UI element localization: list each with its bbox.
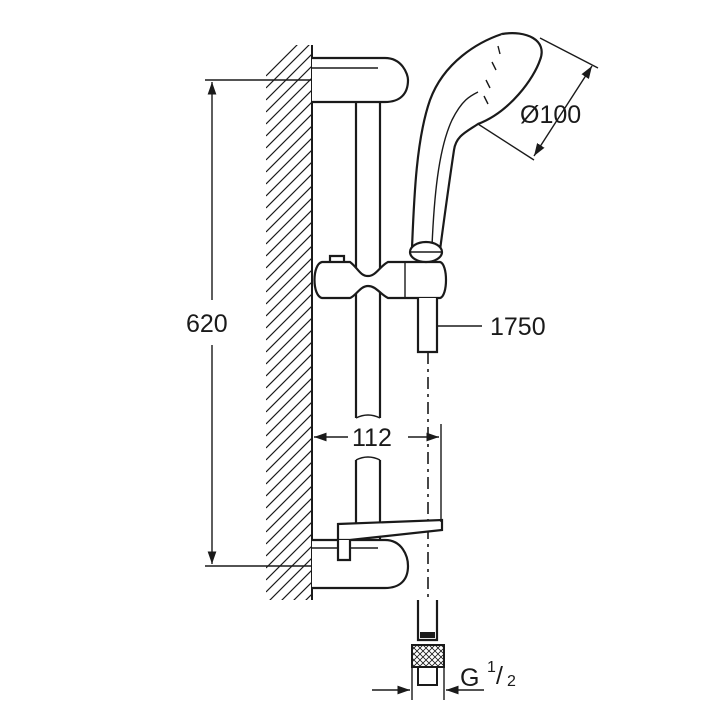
wall-hatch-line	[293, 581, 312, 600]
wall-hatch-line	[266, 353, 312, 401]
wall-hatch-line	[266, 425, 312, 473]
wall-hatch-line	[266, 45, 310, 89]
hose-length-label: 1750	[490, 313, 546, 341]
wall-hatch-line	[266, 437, 312, 485]
wall-hatch-line	[266, 65, 312, 113]
wall-hatch-line	[266, 401, 312, 449]
wall-hatch-line	[266, 413, 312, 461]
hose-length-dimension: 1750	[437, 313, 546, 341]
slide-rail	[354, 102, 382, 540]
wall-hatch-line	[266, 137, 312, 185]
thread-dimension: G 1 / 2	[372, 659, 516, 700]
hand-shower	[408, 32, 543, 264]
wall-hatch-line	[266, 233, 312, 281]
height-label: 620	[186, 310, 228, 338]
wall-hatch-line	[266, 606, 312, 652]
wall-hatch-line	[266, 341, 312, 389]
wall-hatch-line	[266, 101, 312, 149]
bottom-wall-bracket	[312, 518, 444, 590]
wall-hatch-line	[266, 77, 312, 125]
wall-hatch-line	[266, 257, 312, 305]
wall-hatch-line	[266, 497, 312, 545]
wall-hatch-line	[266, 545, 312, 593]
top-wall-bracket	[312, 56, 410, 104]
diameter-dimension: Ø100	[477, 37, 599, 161]
wall-hatch-line	[266, 113, 312, 161]
wall-hatch-line	[266, 45, 298, 77]
wall-hatch-line	[266, 209, 312, 257]
shower-holder-slider	[313, 254, 448, 300]
wall-hatch-line	[266, 485, 312, 533]
wall-hatch-line	[266, 305, 312, 353]
wall-hatch-line	[266, 245, 312, 293]
wall-hatch-line	[266, 377, 312, 425]
wall-hatch-line	[266, 161, 312, 209]
wall-hatch-line	[305, 593, 312, 600]
wall-hatch-line	[266, 173, 312, 221]
wall-hatch-line	[281, 569, 312, 600]
wall-hatch-line	[266, 365, 312, 413]
wall-hatch-line	[269, 557, 312, 600]
wall-hatch-line	[266, 149, 312, 197]
wall-hatch-line	[266, 53, 312, 101]
wall-hatch-line	[266, 293, 312, 341]
diameter-label: Ø100	[520, 101, 581, 129]
wall-hatch-line	[266, 389, 312, 437]
wall-distance-dimension: 112	[314, 424, 442, 522]
wall-hatch-line	[266, 630, 312, 676]
wall-hatch-line	[266, 461, 312, 509]
wall-hatch-line	[266, 618, 312, 664]
wall-hatch-line	[266, 269, 312, 317]
wall-hatch-line	[266, 89, 312, 137]
wall-hatch-line	[266, 329, 312, 377]
wall-hatch-line	[266, 185, 312, 233]
wall-hatch-line	[266, 197, 312, 245]
thread-label-slash: /	[496, 662, 503, 690]
wall-hatch-line	[266, 533, 312, 581]
wall-hatch-line	[266, 317, 312, 365]
wall-hatch-line	[266, 449, 312, 497]
wall	[266, 45, 313, 676]
wall-hatch-line	[266, 473, 312, 521]
height-dimension: 620	[186, 79, 312, 567]
wall-hatch-line	[266, 125, 312, 173]
wall-hatch-line	[266, 221, 312, 269]
wall-hatch-line	[266, 281, 312, 329]
thread-label-main: G	[460, 664, 479, 692]
thread-label-numerator: 1	[487, 659, 496, 676]
wall-hatch-line	[266, 509, 312, 557]
wall-hatch-line	[266, 521, 312, 569]
thread-label-denominator: 2	[507, 673, 516, 690]
hose-nut	[411, 644, 445, 668]
shower-hose	[411, 298, 445, 686]
wall-distance-label: 112	[352, 424, 392, 452]
